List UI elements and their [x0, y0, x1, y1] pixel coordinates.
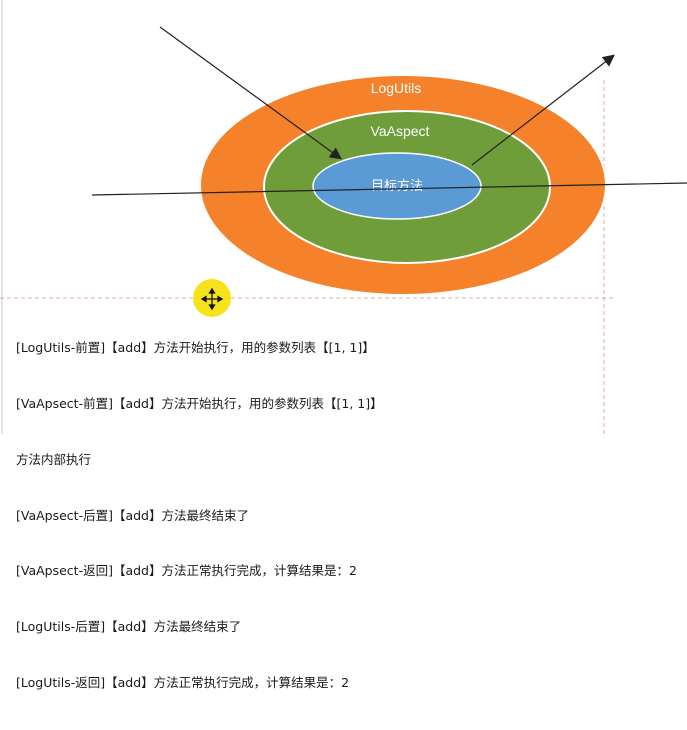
- log-line-vaaspect-before: [VaApsect-前置]【add】方法开始执行，用的参数列表【[1, 1]】: [16, 395, 383, 411]
- vaaspect-label: VaAspect: [371, 123, 430, 139]
- log-line-logutils-before: [LogUtils-前置]【add】方法开始执行，用的参数列表【[1, 1]】: [16, 340, 375, 356]
- log-line-logutils-return: [LogUtils-返回]【add】方法正常执行完成，计算结果是：2: [16, 674, 350, 690]
- target-method-label: 目标方法: [371, 178, 423, 194]
- log-line-method-execute: 方法内部执行: [16, 451, 92, 467]
- target-method-inner-ellipse: [312, 152, 482, 220]
- aop-nesting-diagram: LogUtils VaAspect 目标方法: [0, 0, 687, 434]
- incoming-call-arrow: [159, 26, 342, 160]
- log-line-vaaspect-return: [VaApsect-返回]【add】方法正常执行完成，计算结果是：2: [16, 563, 357, 579]
- move-cursor-icon: [200, 287, 224, 311]
- horizontal-cut-line: [91, 182, 687, 196]
- outgoing-return-arrow: [471, 54, 615, 166]
- slide-canvas: LogUtils VaAspect 目标方法 [LogUtils-前置]【add…: [0, 0, 687, 690]
- log-line-logutils-after: [LogUtils-后置]【add】方法最终结束了: [16, 619, 242, 635]
- logutils-label: LogUtils: [371, 80, 422, 96]
- log-line-vaaspect-after: [VaApsect-后置]【add】方法最终结束了: [16, 507, 249, 523]
- console-log-output: [LogUtils-前置]【add】方法开始执行，用的参数列表【[1, 1]】 …: [16, 302, 383, 730]
